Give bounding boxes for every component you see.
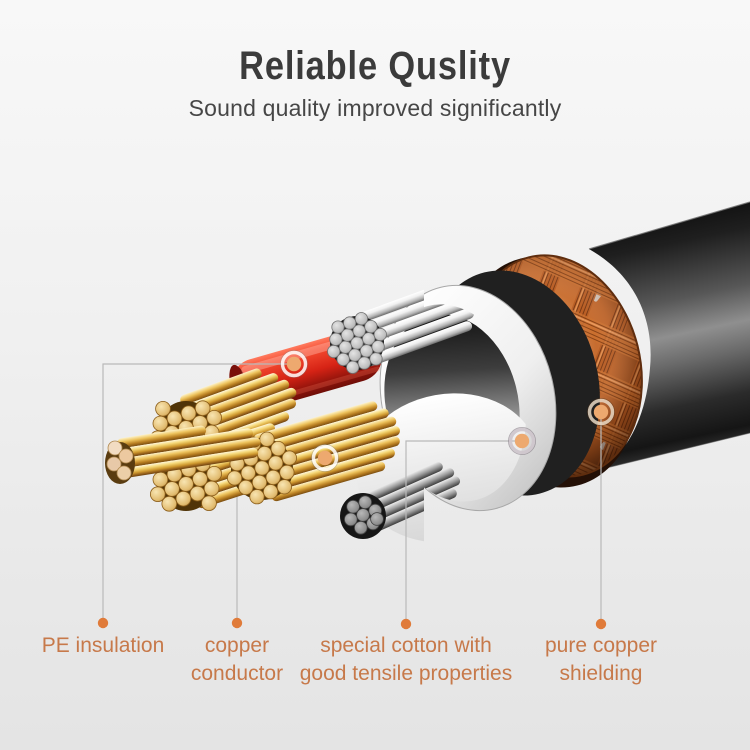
callout-leader-lines xyxy=(102,363,602,620)
page-title-text: Reliable Quslity xyxy=(239,44,511,88)
outer-jacket xyxy=(588,201,750,470)
marker-copper-conductor xyxy=(311,444,339,472)
label-dot-copper-conductor xyxy=(231,617,243,629)
copper-conductor-bundle-front xyxy=(105,425,261,484)
label-dots xyxy=(97,617,607,630)
leader-line-pe-insulation xyxy=(102,363,294,620)
callout-label-special-cotton: special cotton with good tensile propert… xyxy=(299,634,513,685)
marker-pe-insulation xyxy=(280,350,308,378)
page-subtitle: Sound quality improved significantly xyxy=(188,95,562,121)
callout-markers xyxy=(280,350,615,472)
inner-conductors xyxy=(105,281,540,543)
label-dot-special-cotton xyxy=(400,618,412,630)
page-title: Reliable Quslity xyxy=(0,44,750,89)
marker-special-cotton xyxy=(508,427,536,455)
callout-label-copper-conductor: copper conductor xyxy=(190,634,284,685)
label-dot-pe-insulation xyxy=(97,617,109,629)
label-dot-pure-copper-shielding xyxy=(595,618,607,630)
leader-line-special-cotton xyxy=(405,440,522,620)
callout-label-pure-copper-shielding: pure copper shielding xyxy=(544,634,658,685)
callout-label-pe-insulation: PE insulation xyxy=(41,634,165,657)
marker-pure-copper-shielding xyxy=(587,398,615,426)
